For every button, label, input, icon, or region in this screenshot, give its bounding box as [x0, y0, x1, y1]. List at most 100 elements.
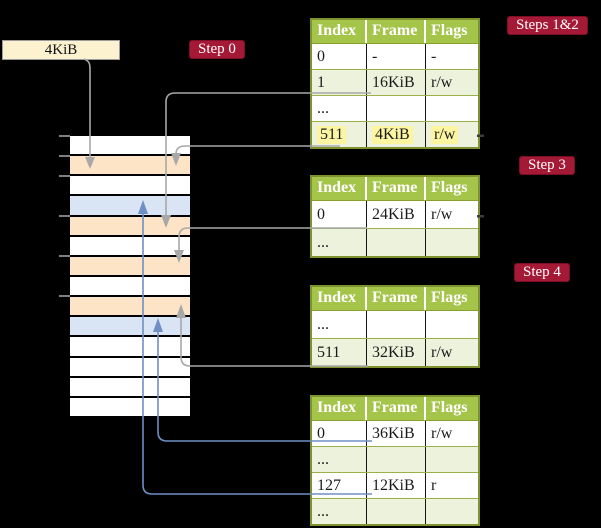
cell-value: 127: [317, 476, 341, 494]
table-cell: ...: [312, 499, 367, 524]
table-cell: r/w: [426, 122, 478, 147]
memory-row-9: [70, 295, 190, 316]
memory-row-13: [70, 375, 190, 396]
table-cell: [367, 447, 426, 472]
cell-value: r: [431, 476, 437, 494]
table-row: ...: [312, 498, 478, 524]
column-header: Frame: [367, 287, 426, 310]
column-header: Index: [312, 177, 367, 200]
memory-row-3: [70, 174, 190, 195]
memory-tick-mark: [59, 255, 70, 257]
table-row: 0 36KiB r/w: [312, 421, 478, 446]
table-cell: 511: [312, 122, 367, 147]
table-cell: ...: [312, 447, 367, 472]
cell-value: 16KiB: [372, 73, 415, 91]
table-cell: 1: [312, 70, 367, 95]
table-cell: 12KiB: [367, 473, 426, 498]
cell-value: 511: [317, 125, 347, 144]
physical-memory-column: [70, 136, 190, 416]
table-row: 511 32KiB r/w: [312, 338, 478, 366]
cell-value: ...: [317, 450, 329, 468]
cell-value: 36KiB: [372, 424, 415, 442]
table-row: ...: [312, 95, 478, 121]
cell-value: -: [431, 47, 437, 65]
table-cell: 32KiB: [367, 339, 426, 366]
table-cell: [367, 311, 426, 338]
table-row: 511 4KiB r/w: [312, 121, 478, 147]
memory-row-8: [70, 274, 190, 296]
table-cell: 0: [312, 201, 367, 228]
memory-tick-mark: [59, 295, 70, 297]
cell-value: 0: [317, 205, 325, 223]
cell-value: 1: [317, 73, 325, 91]
memory-tick-mark: [59, 215, 70, 217]
table-cell: 0: [312, 421, 367, 446]
cell-value: r/w: [431, 424, 453, 442]
cell-value: 32KiB: [372, 343, 415, 361]
cell-value: ...: [317, 315, 329, 333]
table-cell: 511: [312, 339, 367, 366]
table-cell: -: [426, 44, 478, 69]
table-cell: -: [367, 44, 426, 69]
table-cell: 24KiB: [367, 201, 426, 228]
memory-tick-mark: [59, 135, 70, 137]
table-cell: r/w: [426, 201, 478, 228]
cell-value: r/w: [431, 73, 453, 91]
memory-tick-mark: [59, 175, 70, 177]
memory-row-4: [70, 194, 190, 215]
cell-value: 4KiB: [372, 125, 413, 144]
cell-value: ...: [317, 99, 329, 117]
memory-tick-mark: [59, 155, 70, 157]
table-cell: [367, 96, 426, 121]
table-row: 0 24KiB r/w: [312, 201, 478, 228]
column-header: Index: [312, 287, 367, 310]
column-header: Flags: [431, 22, 468, 39]
table-cell: [367, 229, 426, 256]
cell-value: 24KiB: [372, 205, 415, 223]
table-row: ...: [312, 446, 478, 472]
cell-value: r/w: [431, 205, 453, 223]
table-cell: r: [426, 473, 478, 498]
frame-size-label: 4KiB: [44, 42, 78, 58]
badge-step-0: Step 0: [189, 40, 245, 59]
memory-row-7: [70, 254, 190, 275]
cell-value: 511: [317, 343, 341, 361]
cell-value: 0: [317, 47, 325, 65]
table-cell: 16KiB: [367, 70, 426, 95]
table-cell: ...: [312, 229, 367, 256]
table-cell: ...: [312, 96, 367, 121]
table-row: 0 --: [312, 44, 478, 69]
memory-row-2: [70, 154, 190, 175]
table-cell: [426, 229, 478, 256]
badge-steps-1-2: Steps 1&2: [507, 16, 588, 35]
cell-value: ...: [317, 233, 329, 251]
table-cell: r/w: [426, 70, 478, 95]
table-row: 127 12KiB r: [312, 472, 478, 498]
table-cell: 36KiB: [367, 421, 426, 446]
memory-row-1: [70, 136, 190, 155]
column-header: Frame: [367, 397, 426, 420]
column-header: Flags: [431, 399, 468, 416]
memory-row-12: [70, 355, 190, 376]
table-cell: [426, 499, 478, 524]
column-header: Frame: [367, 20, 426, 43]
arrow-table1-row511-to-memory: [171, 145, 340, 166]
cell-value: r/w: [431, 343, 453, 361]
cell-value: r/w: [431, 125, 459, 144]
table-cell: 0: [312, 44, 367, 69]
table-cell: [426, 447, 478, 472]
table-cell: ...: [312, 311, 367, 338]
memory-row-14: [70, 395, 190, 416]
memory-row-5: [70, 214, 190, 235]
table-cell: r/w: [426, 421, 478, 446]
table-row: 1 16KiB r/w: [312, 69, 478, 95]
table-cell: [367, 499, 426, 524]
column-header: Flags: [431, 179, 468, 196]
column-header: Frame: [367, 177, 426, 200]
